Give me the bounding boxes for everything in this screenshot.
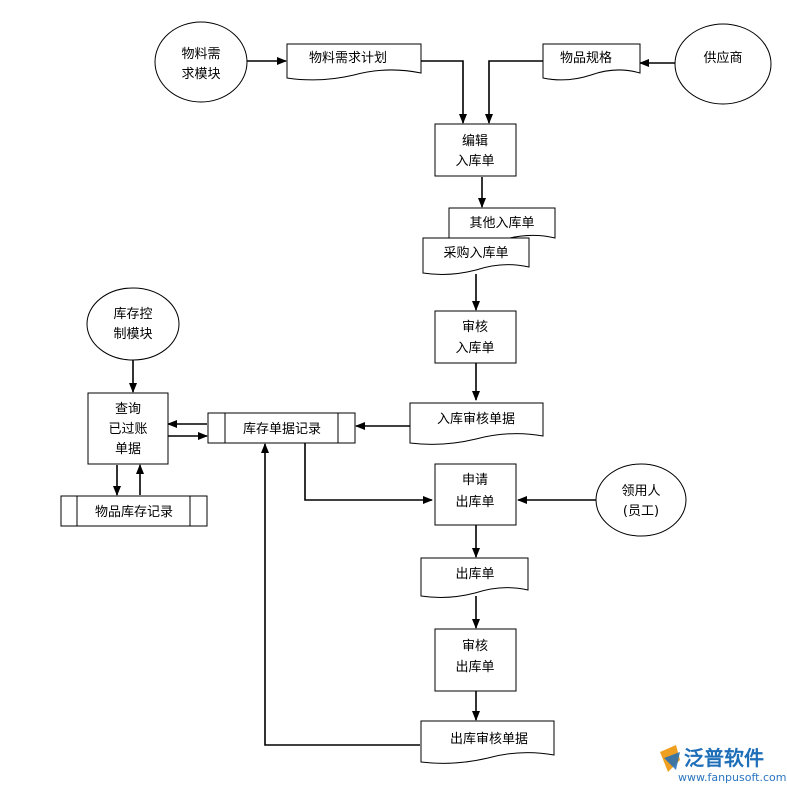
connectors — [113, 57, 676, 746]
item-spec-document: 物品规格 — [542, 43, 641, 81]
other-inbound-label: 其他入库单 — [469, 215, 534, 231]
logo-url: www.fanpusoft.com — [678, 771, 786, 784]
arrow-plan-to-edit — [421, 60, 467, 124]
material-module-line1: 物料需 — [181, 47, 220, 62]
inventory-module-line2: 制模块 — [113, 327, 152, 342]
query-posted-process: 查询 已过账 单据 — [87, 392, 169, 465]
logo-brand: 泛普软件 — [684, 746, 764, 770]
inventory-records-label: 库存单据记录 — [243, 421, 321, 437]
arrow-records-to-apply — [304, 443, 433, 504]
purchase-inbound-label: 采购入库单 — [443, 245, 508, 261]
query-posted-line2: 已过账 — [108, 422, 147, 437]
supplier-label: 供应商 — [703, 50, 742, 66]
item-stock-records-label: 物品库存记录 — [95, 504, 173, 520]
material-plan-label: 物料需求计划 — [309, 51, 387, 66]
requester-line1: 领用人 — [621, 484, 660, 499]
audit-outbound-line2: 出库单 — [455, 659, 494, 675]
audit-inbound-process: 审核 入库单 — [434, 310, 517, 364]
query-posted-line1: 查询 — [115, 402, 141, 417]
arrow-outbound-doc-to-records — [261, 443, 420, 746]
item-stock-records-store: 物品库存记录 — [60, 495, 208, 527]
outbound-doc-label: 出库单 — [455, 566, 494, 582]
inventory-records-store: 库存单据记录 — [207, 412, 356, 444]
apply-outbound-line2: 出库单 — [455, 494, 494, 510]
fanpu-logo: 泛普软件 www.fanpusoft.com — [660, 745, 786, 784]
requester-node: 领用人 (员工) — [595, 463, 687, 537]
outbound-audit-document: 出库审核单据 — [420, 720, 555, 764]
edit-inbound-line2: 入库单 — [455, 153, 494, 169]
query-posted-line3: 单据 — [115, 442, 141, 457]
supplier-node: 供应商 — [674, 23, 772, 105]
item-spec-label: 物品规格 — [560, 50, 612, 66]
outbound-audit-label: 出库审核单据 — [450, 731, 528, 747]
requester-line2: (员工) — [623, 504, 659, 519]
arrow-spec-to-edit — [485, 60, 543, 124]
audit-inbound-line2: 入库单 — [455, 340, 494, 356]
inventory-control-module-node: 库存控 制模块 — [86, 287, 180, 361]
outbound-document: 出库单 — [420, 557, 529, 598]
apply-outbound-process: 申请 出库单 — [434, 463, 517, 526]
inbound-audit-document: 入库审核单据 — [409, 402, 544, 445]
edit-inbound-line1: 编辑 — [462, 134, 488, 149]
material-demand-module-node: 物料需 求模块 — [154, 21, 248, 103]
inbound-audit-label: 入库审核单据 — [437, 411, 515, 427]
material-module-line2: 求模块 — [181, 67, 220, 82]
edit-inbound-process: 编辑 入库单 — [434, 123, 517, 177]
audit-outbound-line1: 审核 — [462, 639, 488, 654]
audit-outbound-process: 审核 出库单 — [434, 628, 517, 692]
fanpu-logo-icon — [660, 745, 680, 772]
inventory-module-line1: 库存控 — [113, 306, 152, 322]
audit-inbound-line1: 审核 — [462, 320, 488, 335]
apply-outbound-line1: 申请 — [462, 473, 488, 488]
material-plan-document: 物料需求计划 — [286, 43, 422, 81]
purchase-inbound-document: 采购入库单 — [422, 237, 530, 275]
